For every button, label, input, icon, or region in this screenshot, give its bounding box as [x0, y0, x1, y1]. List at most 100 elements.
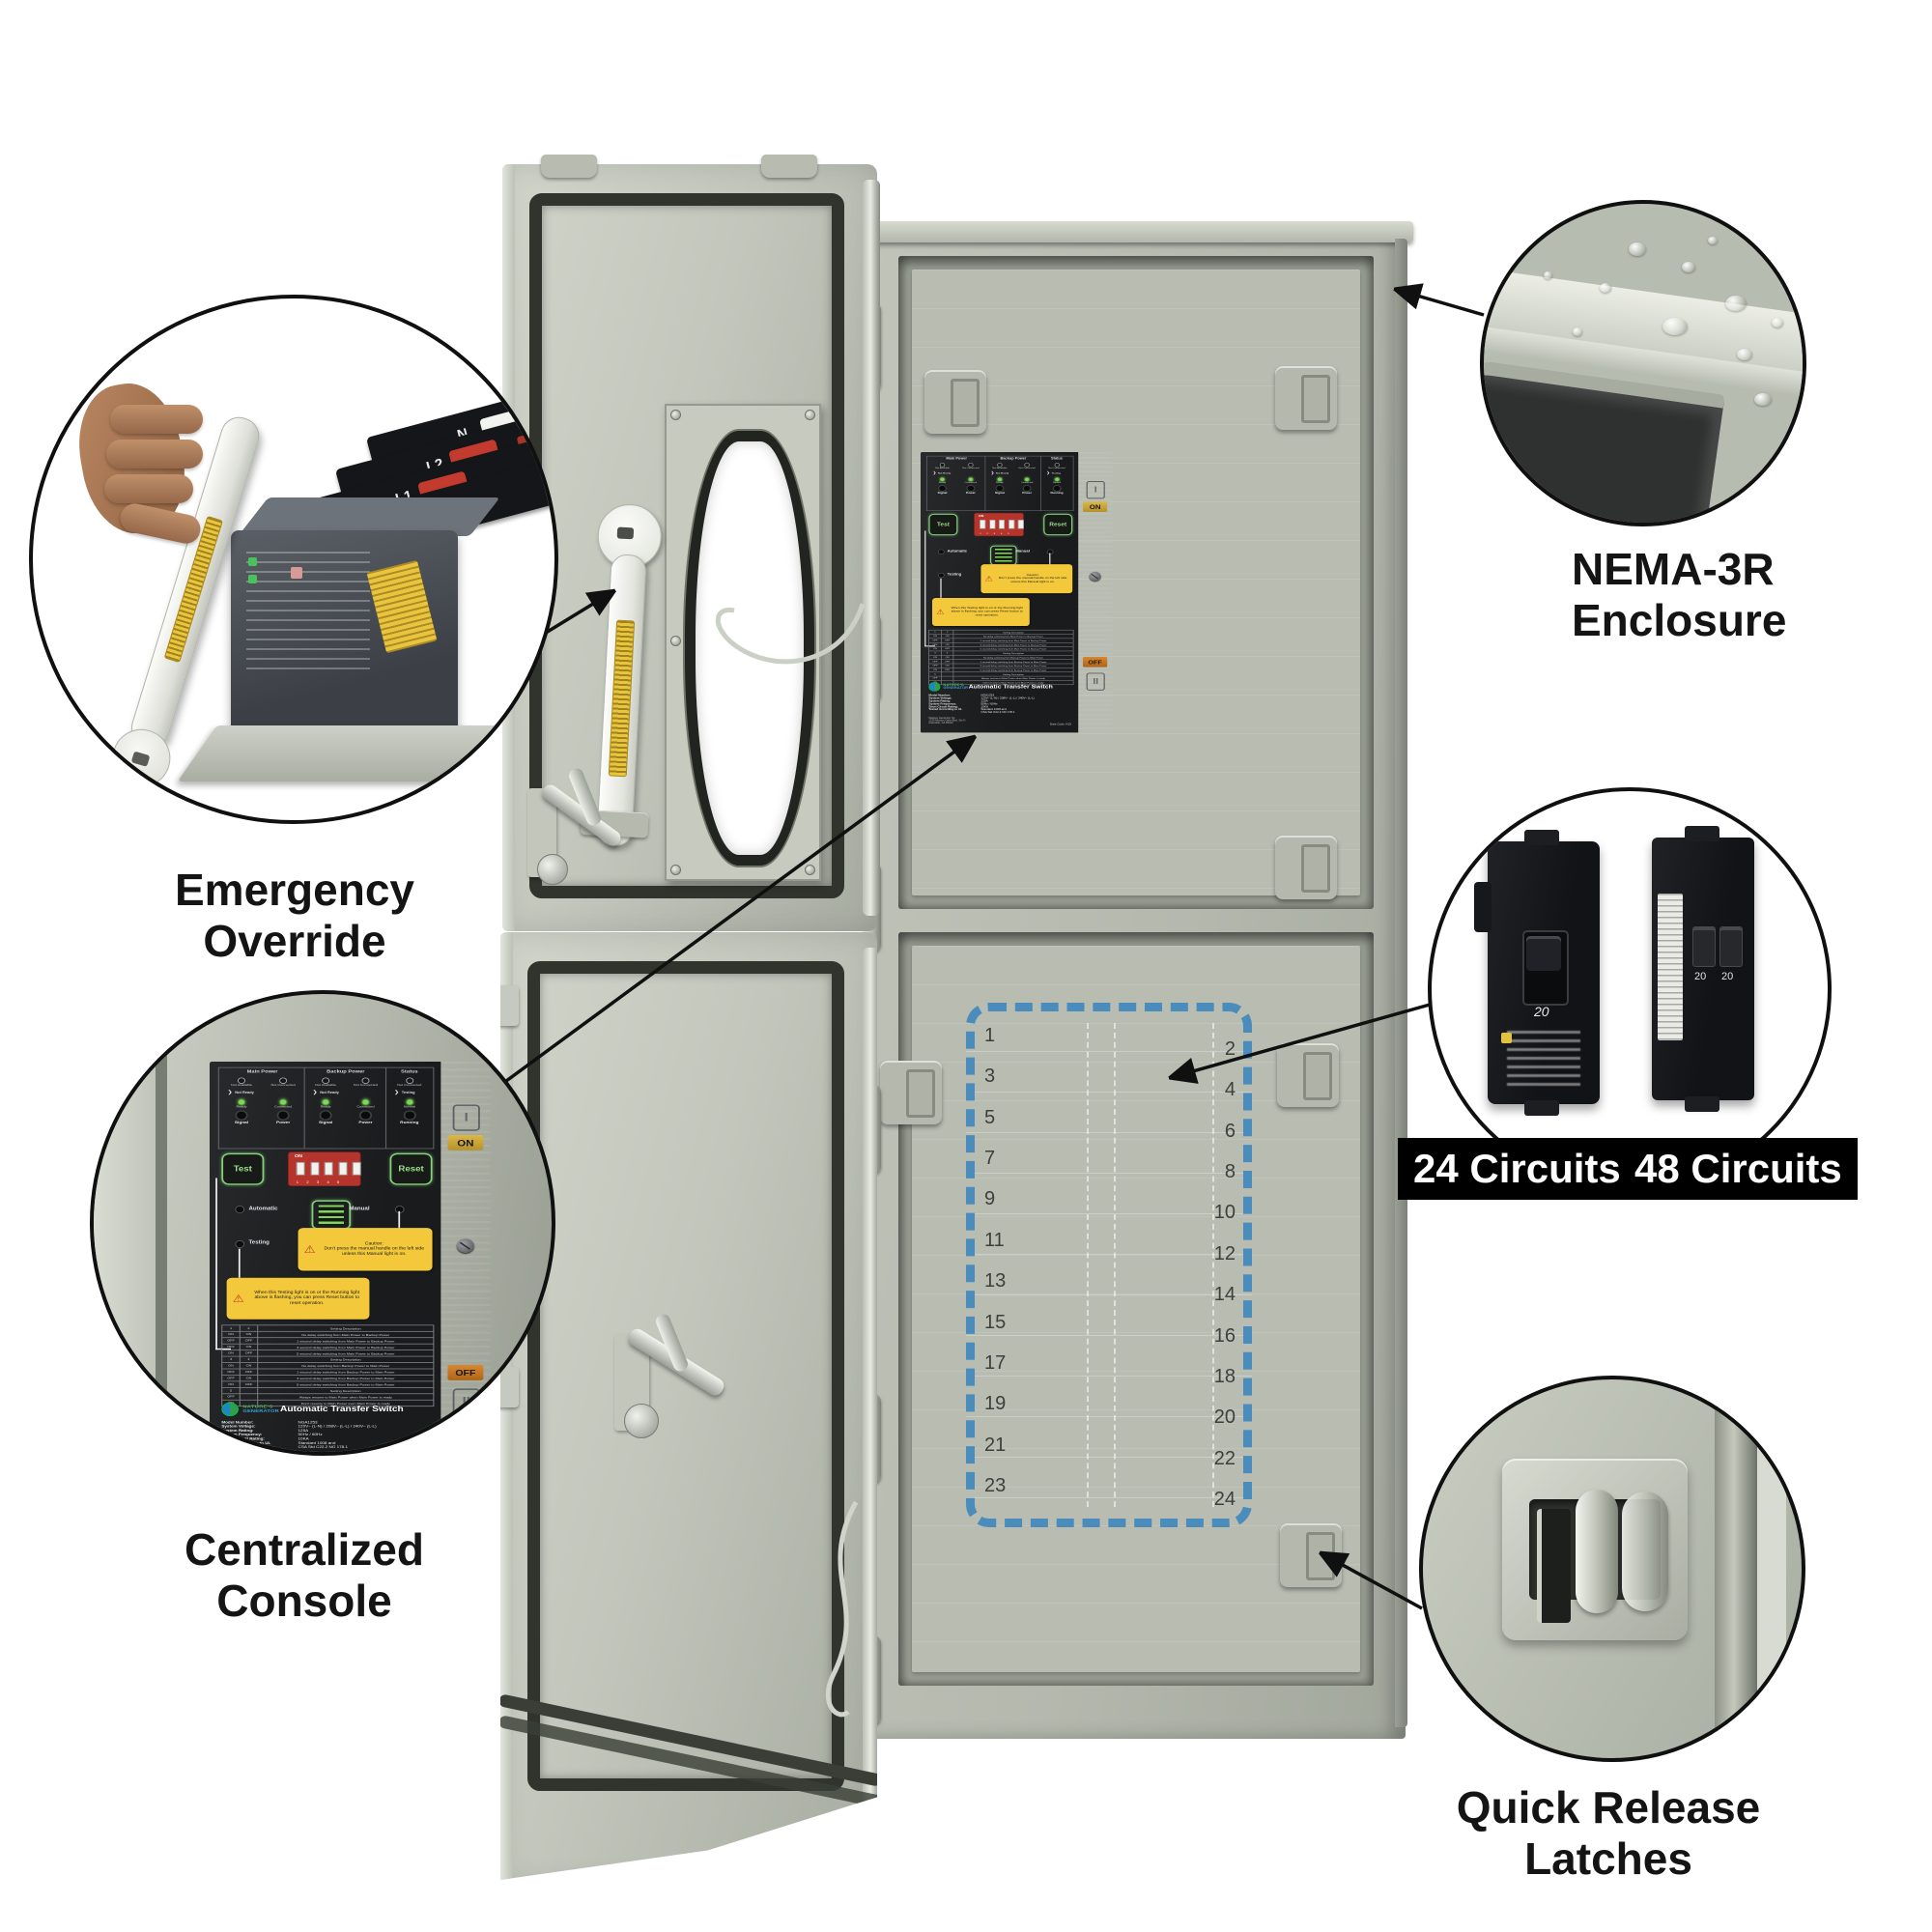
water-droplet — [1573, 327, 1582, 336]
dip-b: OFF — [241, 1369, 259, 1376]
dip-number: 4 — [1000, 532, 1003, 535]
reset-button: Reset — [389, 1152, 433, 1185]
finger — [104, 474, 193, 503]
led-group-backup-power: Backup Power Not Available Not Connected… — [305, 1069, 385, 1147]
door-clip — [541, 155, 597, 178]
guide-line — [398, 1210, 401, 1230]
dip-b: OFF — [942, 668, 954, 672]
mode-button — [311, 1200, 352, 1230]
button-label: Power — [1022, 492, 1032, 495]
reset-button: Reset — [1043, 513, 1073, 536]
led-label: Testing — [1051, 471, 1061, 474]
spec-key — [221, 1445, 298, 1449]
dip-number: 2 — [306, 1180, 309, 1184]
button-label: Signal — [234, 1120, 249, 1125]
dip-number: 4 — [327, 1180, 329, 1184]
dip-a: 3 — [222, 1356, 241, 1363]
brand-name: NATURE'S — [943, 683, 964, 687]
settings-row: 1 2 Setting Description — [929, 630, 1073, 635]
dip-b: ON — [241, 1362, 259, 1369]
dip-b: ON — [241, 1331, 259, 1338]
label-nema-enclosure: NEMA-3R Enclosure — [1572, 544, 1787, 646]
panel-seam — [156, 994, 167, 1452]
dip-b: OFF — [942, 639, 954, 642]
caution-title: Caution: — [1026, 573, 1039, 577]
led-label: Connected — [356, 1104, 375, 1108]
brand-name: GENERATOR — [943, 686, 969, 690]
spec-key: Short Circuit Rating: — [221, 1436, 265, 1442]
setting-description: 1 second delay switching from Backup Pow… — [980, 660, 1047, 664]
led-icon — [968, 477, 974, 482]
spec-value: 10KA — [298, 1436, 309, 1442]
breaker-number: 20 — [1213, 1406, 1236, 1429]
led-column-header: Status — [1051, 457, 1063, 461]
breaker-toggle — [1526, 936, 1561, 971]
spec-row: System Voltage: 120V~ (L-N) / 208V~ (L-L… — [221, 1425, 434, 1429]
settings-row: 3 4 Setting Description — [222, 1356, 434, 1363]
dip-b: OFF — [241, 1381, 259, 1387]
position-two-symbol: II — [452, 1388, 480, 1415]
button-label: Running — [1050, 492, 1064, 495]
led-group-main-power: Main Power Not Available Not Connected ❯… — [928, 457, 985, 509]
setting-description: 3 second delay switching from Main Power… — [297, 1345, 395, 1350]
door-clip — [500, 985, 519, 1026]
dip-number: 5 — [337, 1180, 340, 1184]
breaker-number: 24 — [1213, 1488, 1236, 1510]
push-button — [1022, 484, 1032, 493]
settings-row: OFF OFF 1 second delay switching from Ba… — [222, 1369, 434, 1376]
guide-line — [924, 530, 935, 647]
settings-row: OFF ON 3 second delay switching from Bac… — [222, 1375, 434, 1382]
settings-row: OFF OFF 1 second delay switching from Ma… — [222, 1338, 434, 1345]
mode-row: Automatic Manual — [921, 545, 1078, 566]
console-side-column: I ON OFF II — [440, 1062, 491, 1452]
setting-description: Setting Description — [1003, 631, 1024, 634]
lower-door — [500, 932, 877, 1881]
spec-value: Standard 1008 and — [298, 1441, 336, 1446]
led-label: Not Connected — [397, 1083, 422, 1087]
water-droplet — [1754, 393, 1772, 406]
breaker-number: 6 — [1224, 1120, 1236, 1142]
settings-row: ON OFF 5 second delay switching from Mai… — [222, 1350, 434, 1357]
caution-text: Don't press the manual handle on the lef… — [998, 577, 1067, 583]
latch-catch — [1537, 1509, 1571, 1623]
water-droplet — [1737, 349, 1752, 360]
button-label: Signal — [995, 492, 1005, 495]
water-droplet — [1772, 318, 1783, 327]
settings-row: 3 4 Setting Description — [929, 651, 1073, 656]
dip-b — [942, 680, 954, 685]
testing-led — [235, 1239, 245, 1248]
door-hinge-strip — [863, 180, 880, 916]
dip-b: ON — [942, 634, 954, 639]
led-label: Testing — [401, 1091, 415, 1094]
led-label: Not Ready — [937, 471, 952, 474]
spec-value: Standard 1008 and — [980, 708, 1007, 712]
divider — [984, 456, 986, 511]
breaker-number: 11 — [984, 1229, 1005, 1251]
breaker-number: 13 — [984, 1270, 1007, 1293]
breaker-number: 17 — [984, 1351, 1007, 1374]
dip-number: 1 — [296, 1180, 298, 1184]
label-centralized-console: Centralized Console — [185, 1524, 424, 1627]
dip-a: ON — [222, 1350, 241, 1356]
dip-a: OFF — [222, 1369, 241, 1376]
water-droplet — [1682, 262, 1695, 272]
led-group-status: Status Not Connected ❯Testing Normal Run… — [1041, 457, 1071, 509]
settings-row: OFF OFF 1 second delay switching from Ba… — [929, 659, 1073, 665]
manufacturer-address: Natures Generator Inc. 1233 Mission Oaks… — [221, 1453, 262, 1456]
transfer-switch-cabinet: Main Power Not Available Not Connected ❯… — [863, 221, 1413, 1739]
breaker-label-block — [1507, 1031, 1580, 1087]
spec-key — [928, 711, 980, 714]
breaker-column-guide — [1087, 1023, 1089, 1507]
water-droplet — [1662, 318, 1688, 335]
breaker-toggle — [1692, 926, 1716, 967]
button-label: Signal — [937, 492, 948, 495]
led-icon — [1024, 463, 1030, 468]
door-clip — [500, 1367, 519, 1407]
push-button — [235, 1110, 248, 1121]
automatic-led — [938, 549, 945, 554]
dip-b: OFF — [942, 659, 954, 664]
button-label: Power — [358, 1120, 373, 1125]
manual-label: Manual — [349, 1206, 370, 1211]
